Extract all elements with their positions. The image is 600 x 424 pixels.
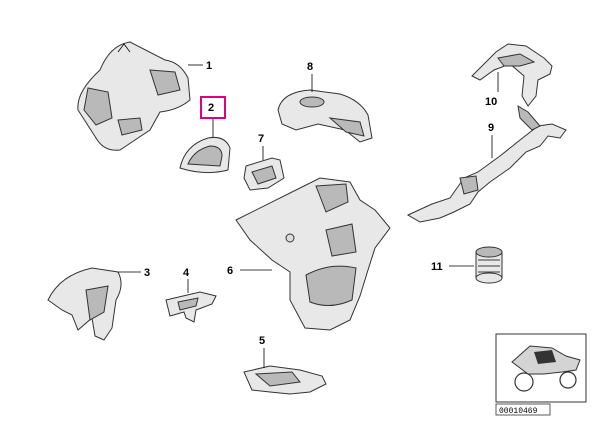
part-9-frame-bracket[interactable]: [406, 105, 567, 223]
part-5-lower-spoiler[interactable]: [243, 365, 327, 395]
part-6-side-fairing[interactable]: [235, 177, 391, 331]
part-1-front-fairing[interactable]: [77, 41, 191, 151]
part-10-tail-piece[interactable]: [471, 43, 553, 107]
callout-9[interactable]: 9: [488, 122, 494, 134]
callout-10[interactable]: 10: [485, 96, 497, 108]
motorcycle-thumbnail-icon: [511, 345, 581, 392]
part-11-grommet[interactable]: [475, 246, 503, 284]
part-2-cover[interactable]: [179, 137, 231, 174]
callout-1[interactable]: 1: [206, 60, 212, 72]
reference-code: 00010469: [499, 407, 538, 416]
callout-3[interactable]: 3: [144, 267, 150, 279]
callout-5[interactable]: 5: [259, 335, 265, 347]
callout-4[interactable]: 4: [183, 267, 190, 279]
callout-2[interactable]: 2: [208, 102, 214, 114]
callout-7[interactable]: 7: [258, 133, 264, 145]
callout-8[interactable]: 8: [307, 61, 313, 73]
callout-11[interactable]: 11: [431, 261, 443, 273]
part-4-bracket[interactable]: [165, 291, 217, 323]
callout-2-highlight-box: [200, 96, 226, 119]
part-8-tank-cover[interactable]: [277, 89, 373, 143]
part-7-panel[interactable]: [243, 157, 285, 191]
reference-thumbnail: 00010469: [495, 333, 587, 416]
part-3-mudguard[interactable]: [47, 267, 122, 341]
callout-6[interactable]: 6: [227, 265, 233, 277]
